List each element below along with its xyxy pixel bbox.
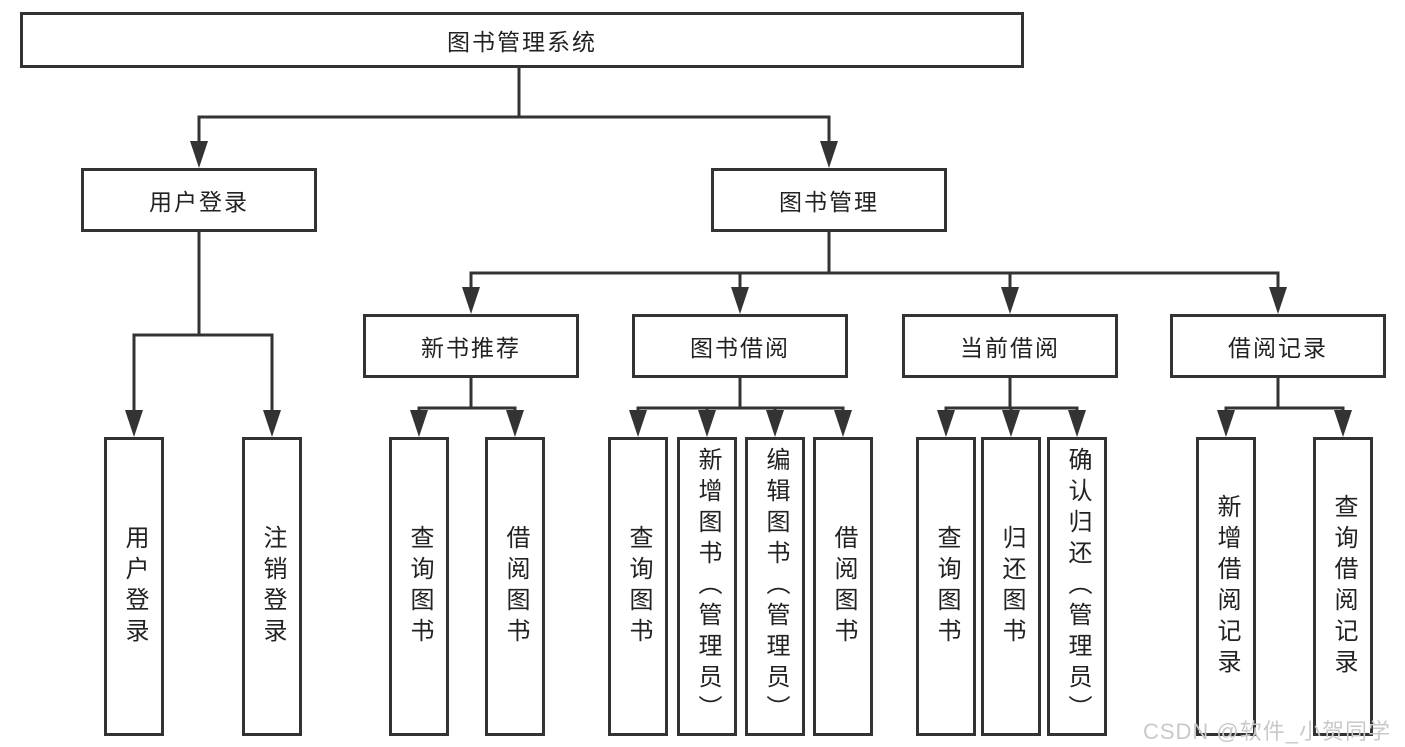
node-borrowing-records: 借阅记录 [1170, 314, 1386, 378]
leaf-edit-books-admin: 编辑图书（管理员） [745, 437, 805, 736]
leaf-add-borrow-record: 新增借阅记录 [1196, 437, 1256, 736]
leaf-add-books-admin: 新增图书（管理员） [677, 437, 737, 736]
leaf-query-books-1: 查询图书 [389, 437, 449, 736]
leaf-confirm-return-admin: 确认归还（管理员） [1047, 437, 1107, 736]
leaf-borrow-books-2: 借阅图书 [813, 437, 873, 736]
leaf-return-books: 归还图书 [981, 437, 1041, 736]
leaf-user-login: 用户登录 [104, 437, 164, 736]
node-current-borrowing: 当前借阅 [902, 314, 1118, 378]
leaf-query-books-3: 查询图书 [916, 437, 976, 736]
arrowheads [125, 141, 1352, 437]
node-user-login: 用户登录 [81, 168, 317, 232]
leaf-query-borrow-record: 查询借阅记录 [1313, 437, 1373, 736]
leaf-logout: 注销登录 [242, 437, 302, 736]
leaf-query-books-2: 查询图书 [608, 437, 668, 736]
node-new-book-recommendation: 新书推荐 [363, 314, 579, 378]
node-root: 图书管理系统 [20, 12, 1024, 68]
watermark-text: CSDN @软件_小贺同学 [1142, 719, 1391, 744]
node-book-management: 图书管理 [711, 168, 947, 232]
leaf-borrow-books-1: 借阅图书 [485, 437, 545, 736]
node-book-borrowing: 图书借阅 [632, 314, 848, 378]
